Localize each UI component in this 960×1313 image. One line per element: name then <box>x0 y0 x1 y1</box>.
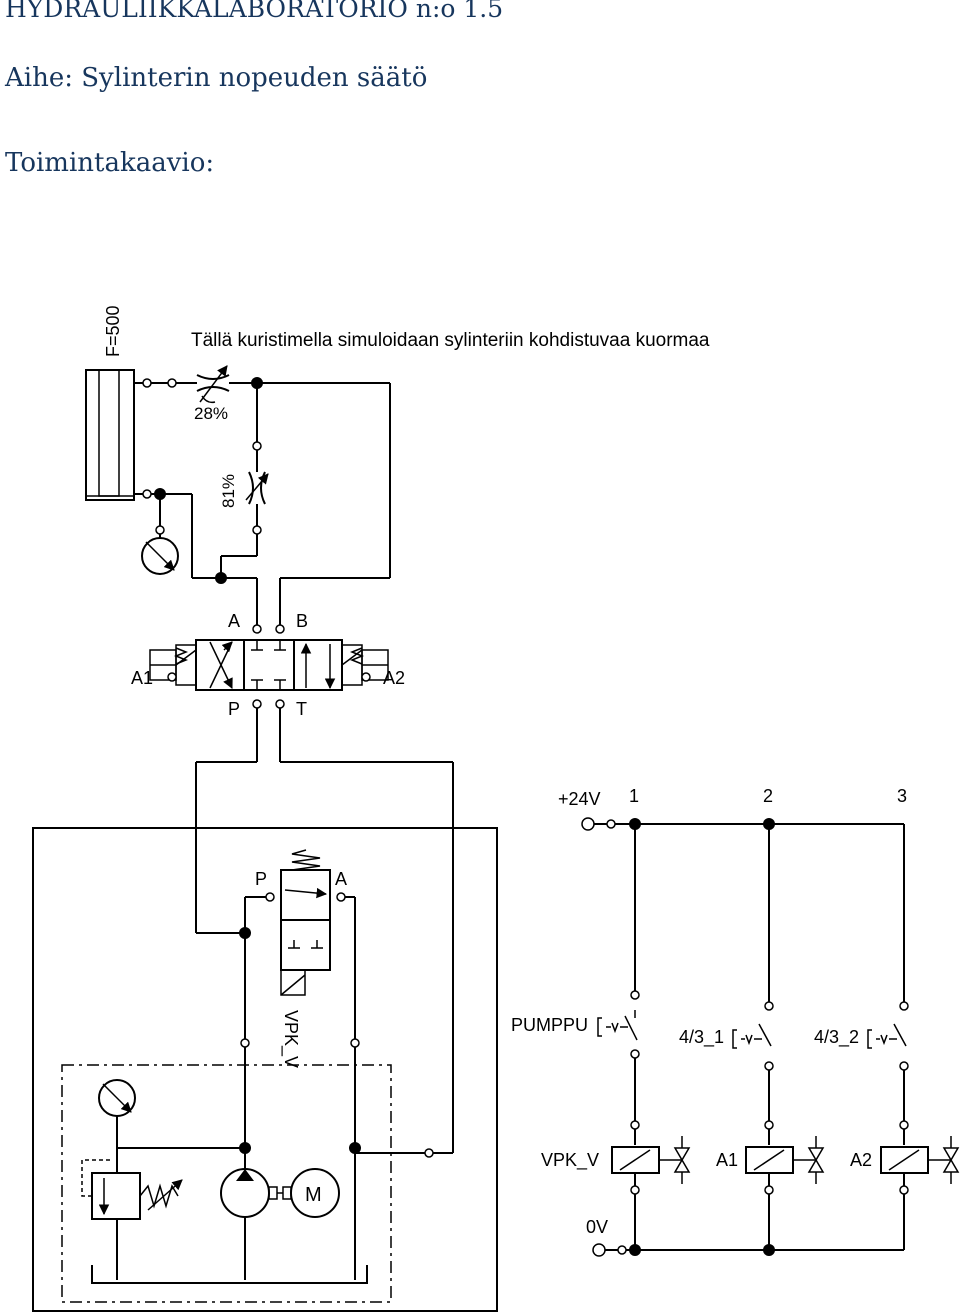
topic-heading: Aihe: Sylinterin nopeuden säätö <box>5 63 428 93</box>
lab-title: HYDRAULIIKKALABORATORIO n:o 1.5 <box>5 0 504 23</box>
pressure-valve-a-label: A <box>335 869 347 889</box>
pressure-gauge-icon <box>141 537 179 575</box>
motor-label: M <box>305 1184 322 1206</box>
directional-valve-4-3: A B P T A1 <box>131 611 405 719</box>
ground-label: 0V <box>586 1217 608 1237</box>
hydraulic-cylinder: F=500 <box>85 305 144 501</box>
pressure-valve-p-label: P <box>255 869 267 889</box>
power-unit-frame <box>32 827 498 1312</box>
pressure-valve-vpk: P A VPK_V <box>255 849 347 1068</box>
rung-number-2: 2 <box>763 786 773 806</box>
throttle-speed-setting: 81% <box>219 474 238 508</box>
rung-number-3: 3 <box>897 786 907 806</box>
relief-valve <box>81 1148 183 1280</box>
section-heading: Toimintakaavio: <box>5 148 215 178</box>
oil-tank <box>91 1265 368 1284</box>
switch-43-1-label: 4/3_1 <box>679 1027 724 1048</box>
supply-voltage-label: +24V <box>558 789 601 809</box>
electrical-diagram: +24V 1 2 3 PUMPPU 4/3_1 4/3_ <box>511 786 960 1257</box>
throttle-load-setting: 28% <box>194 404 228 423</box>
switch-43-2-label: 4/3_2 <box>814 1027 859 1048</box>
valve-solenoid-a1-label: A1 <box>131 668 153 688</box>
valve-port-t-label: T <box>296 699 307 719</box>
coil-a1-label: A1 <box>716 1150 738 1170</box>
throttle-valve-load: 28% <box>194 365 230 423</box>
electric-motor: M <box>290 1168 340 1218</box>
valve-port-p-label: P <box>228 699 240 719</box>
pump-pressure-gauge-icon <box>98 1079 136 1148</box>
coil-vpkv-label: VPK_V <box>541 1150 599 1171</box>
cylinder-force-label: F=500 <box>103 305 123 357</box>
throttle-valve-speed: 81% <box>219 383 269 556</box>
valve-solenoid-a2-label: A2 <box>383 668 405 688</box>
load-note: Tällä kuristimella simuloidaan sylinteri… <box>191 330 710 351</box>
rung-number-1: 1 <box>629 786 639 806</box>
hydraulic-pump <box>220 1168 292 1280</box>
pressure-valve-name: VPK_V <box>280 1010 301 1068</box>
switch-pumppu-label: PUMPPU <box>511 1015 588 1035</box>
valve-port-b-label: B <box>296 611 308 631</box>
pump-unit-enclosure <box>61 1064 392 1303</box>
coil-a2-label: A2 <box>850 1150 872 1170</box>
cylinder-upper-line <box>142 378 197 388</box>
valve-port-a-label: A <box>228 611 240 631</box>
